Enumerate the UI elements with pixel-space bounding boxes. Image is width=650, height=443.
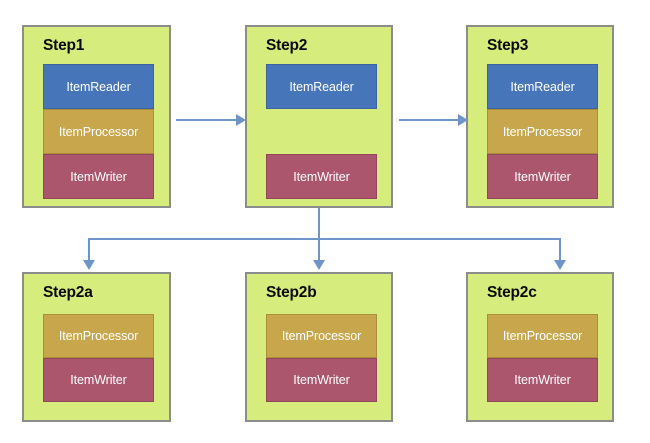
step-title-step1: Step1: [43, 37, 85, 54]
connector-step2-branch-stem: [318, 208, 320, 260]
connector-step2-to-step2c-line: [559, 238, 561, 262]
component-itemwriter-step2a: ItemWriter: [43, 358, 154, 402]
component-itemprocessor-step3: ItemProcessor: [487, 109, 598, 154]
step-box-step3[interactable]: Step3 ItemReader ItemProcessor ItemWrite…: [466, 25, 614, 208]
step-box-step2b[interactable]: Step2b ItemProcessor ItemWriter: [245, 272, 393, 422]
connector-step2-to-step2c-arrowhead: [554, 260, 566, 270]
component-itemwriter-step1: ItemWriter: [43, 154, 154, 199]
component-itemwriter-step2: ItemWriter: [266, 154, 377, 199]
component-itemreader-step3: ItemReader: [487, 64, 598, 109]
component-itemprocessor-step1: ItemProcessor: [43, 109, 154, 154]
step-box-step2[interactable]: Step2 ItemReader ItemWriter: [245, 25, 393, 208]
connector-step2-to-step2a-line: [88, 238, 90, 262]
component-itemwriter-step3: ItemWriter: [487, 154, 598, 199]
connector-step2-to-step3-line: [399, 119, 458, 121]
connector-step1-to-step2-line: [176, 119, 236, 121]
step-box-step2c[interactable]: Step2c ItemProcessor ItemWriter: [466, 272, 614, 422]
component-itemprocessor-step2a: ItemProcessor: [43, 314, 154, 358]
component-itemreader-step2: ItemReader: [266, 64, 377, 109]
step-title-step2a: Step2a: [43, 284, 93, 301]
connector-step2-to-step2b-arrowhead: [313, 260, 325, 270]
connector-step2-branch-bar: [88, 238, 561, 240]
connector-step1-to-step2-arrowhead: [236, 114, 246, 126]
component-itemprocessor-step2b: ItemProcessor: [266, 314, 377, 358]
step-title-step2b: Step2b: [266, 284, 317, 301]
step-title-step3: Step3: [487, 37, 529, 54]
step-box-step1[interactable]: Step1 ItemReader ItemProcessor ItemWrite…: [22, 25, 171, 208]
component-itemwriter-step2c: ItemWriter: [487, 358, 598, 402]
connector-step2-to-step2b-line: [318, 238, 320, 262]
component-itemprocessor-step2c: ItemProcessor: [487, 314, 598, 358]
connector-step2-to-step3-arrowhead: [458, 114, 468, 126]
connector-step2-to-step2a-arrowhead: [83, 260, 95, 270]
step-title-step2: Step2: [266, 37, 308, 54]
component-itemreader-step1: ItemReader: [43, 64, 154, 109]
step-box-step2a[interactable]: Step2a ItemProcessor ItemWriter: [22, 272, 171, 422]
component-itemwriter-step2b: ItemWriter: [266, 358, 377, 402]
step-title-step2c: Step2c: [487, 284, 537, 301]
